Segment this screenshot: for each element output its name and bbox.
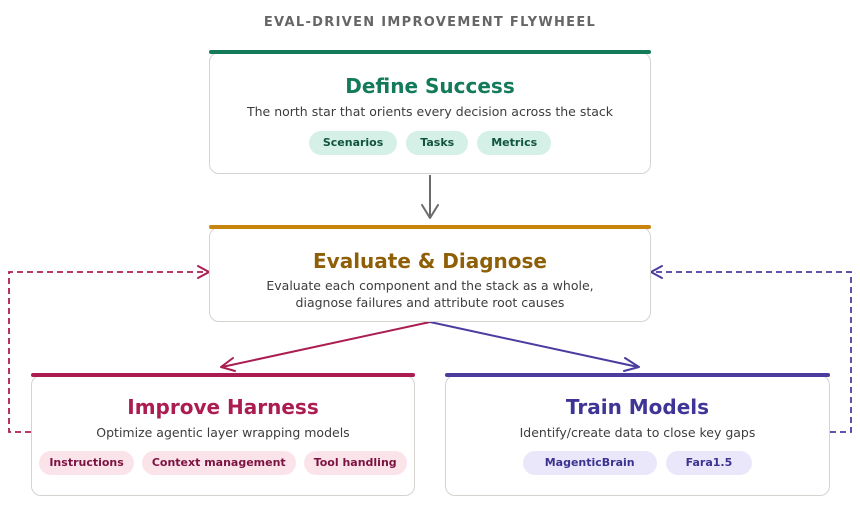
chip-instructions: Instructions bbox=[39, 451, 134, 475]
train-models-chips: MagenticBrain Fara1.5 bbox=[446, 451, 829, 475]
evaluate-diagnose-heading: Evaluate & Diagnose bbox=[313, 249, 547, 273]
define-success-accent-bar bbox=[209, 50, 651, 54]
define-success-heading: Define Success bbox=[345, 74, 515, 98]
chip-scenarios: Scenarios bbox=[308, 131, 398, 155]
define-success-description: The north star that orients every decisi… bbox=[246, 104, 614, 119]
improve-harness-chips: Instructions Context management Tool han… bbox=[32, 451, 414, 475]
improve-harness-heading: Improve Harness bbox=[127, 395, 319, 419]
chip-context-management: Context management bbox=[141, 451, 296, 475]
chip-tool-handling: Tool handling bbox=[303, 451, 407, 475]
chip-metrics: Metrics bbox=[477, 131, 552, 155]
improve-harness-card: Improve Harness Optimize agentic layer w… bbox=[31, 373, 415, 496]
improve-harness-description: Optimize agentic layer wrapping models bbox=[96, 425, 350, 440]
evaluate-description-line-1: Evaluate each component and the stack as… bbox=[266, 278, 594, 293]
improve-harness-accent-bar bbox=[31, 373, 415, 377]
evaluate-description-line-2: diagnose failures and attribute root cau… bbox=[295, 295, 565, 310]
arrow-evaluate-to-train bbox=[429, 321, 640, 372]
arrow-evaluate-to-harness bbox=[220, 321, 431, 372]
chip-magenticbrain: MagenticBrain bbox=[522, 451, 657, 475]
evaluate-diagnose-description: Evaluate each component and the stack as… bbox=[210, 277, 650, 311]
feedback-loop-train bbox=[650, 265, 852, 433]
evaluate-diagnose-card: Evaluate & Diagnose Evaluate each compon… bbox=[209, 225, 651, 322]
define-success-chips: Scenarios Tasks Metrics bbox=[210, 131, 650, 155]
train-models-card: Train Models Identify/create data to clo… bbox=[445, 373, 830, 496]
arrow-define-to-evaluate bbox=[421, 175, 439, 219]
train-models-heading: Train Models bbox=[565, 395, 710, 419]
evaluate-diagnose-accent-bar bbox=[209, 225, 651, 229]
diagram-title: EVAL-DRIVEN IMPROVEMENT FLYWHEEL bbox=[263, 15, 597, 30]
train-models-accent-bar bbox=[445, 373, 830, 377]
chip-fara15: Fara1.5 bbox=[665, 451, 753, 475]
train-models-description: Identify/create data to close key gaps bbox=[519, 425, 756, 440]
define-success-card: Define Success The north star that orien… bbox=[209, 50, 651, 174]
chip-tasks: Tasks bbox=[406, 131, 469, 155]
